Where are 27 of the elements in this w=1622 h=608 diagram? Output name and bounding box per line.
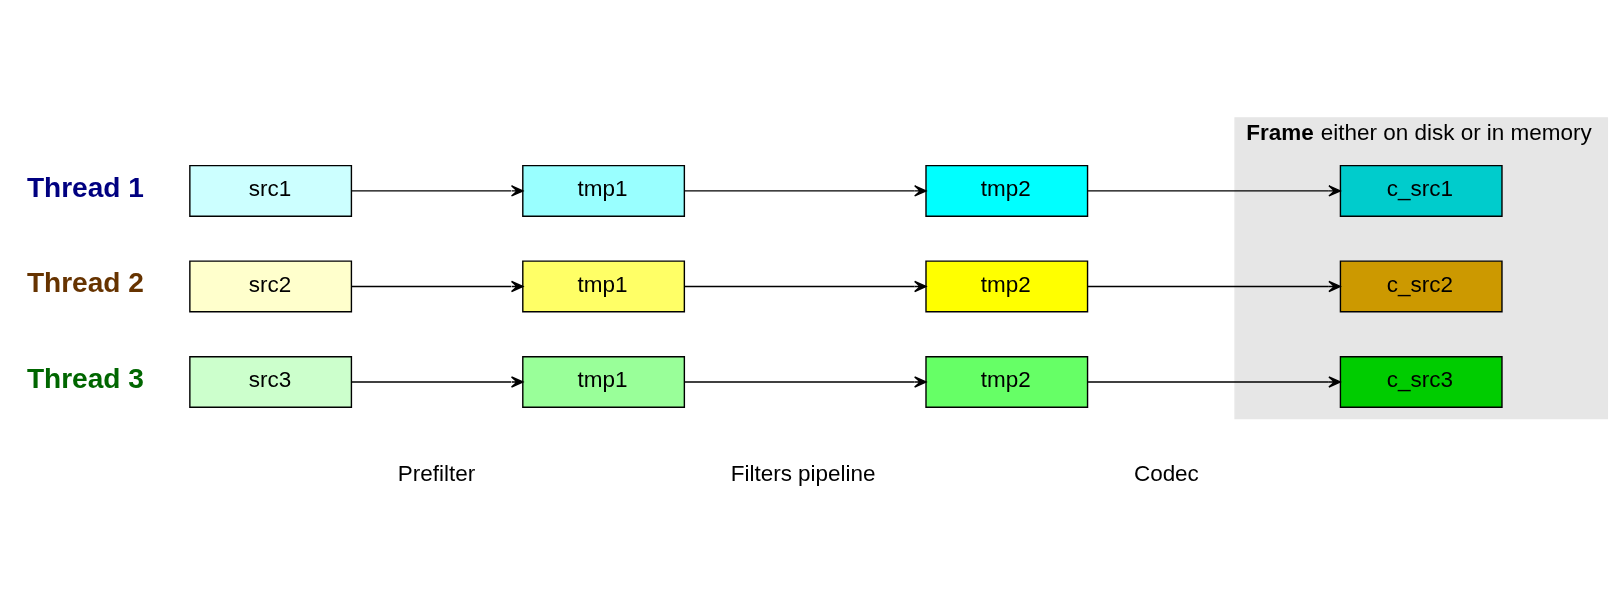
arrow (683, 376, 927, 388)
node-box: src2 (188, 260, 352, 313)
arrow (683, 280, 927, 293)
label: Thread 1 (26, 171, 144, 203)
node-box: src3 (188, 356, 352, 408)
label: Prefilter (397, 461, 475, 487)
node-box: tmp2 (924, 356, 1088, 408)
node-box: tmp2 (924, 260, 1088, 313)
arrow (350, 376, 523, 388)
node-box: tmp1 (521, 164, 685, 217)
label: Filters pipeline (730, 461, 876, 487)
arrow (350, 185, 523, 197)
arrow (683, 185, 927, 197)
node-box: tmp1 (521, 356, 685, 408)
label: Thread 3 (26, 362, 144, 394)
arrow (1086, 376, 1341, 388)
node-box: c_src2 (1339, 260, 1503, 313)
label: Codec (1133, 461, 1199, 487)
node-box: src1 (188, 164, 352, 217)
node-box: c_src3 (1339, 356, 1503, 408)
arrow (1086, 280, 1341, 293)
label: Thread 2 (26, 267, 144, 299)
arrow (350, 280, 523, 293)
node-box: tmp2 (924, 164, 1088, 217)
node-box: c_src1 (1339, 164, 1503, 217)
node-box: tmp1 (521, 260, 685, 313)
arrow (1086, 185, 1341, 197)
